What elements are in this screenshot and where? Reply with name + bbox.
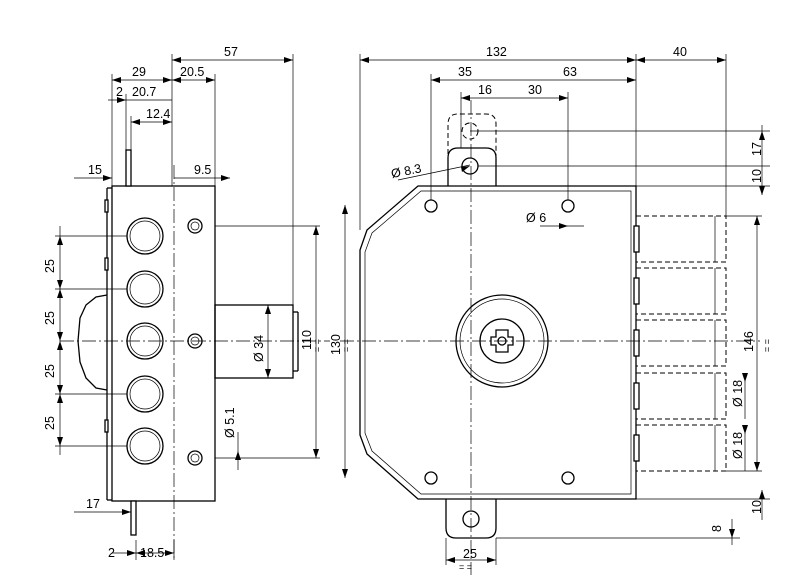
front-hole: [561, 199, 575, 213]
side-bolt: [126, 217, 164, 255]
dim-10-bottom: 10: [750, 500, 764, 514]
dim-63: 63: [563, 65, 577, 79]
cylinder-rosette: [77, 294, 108, 391]
side-bolt: [126, 375, 164, 413]
side-bolt: [126, 270, 164, 308]
dim-130-equal: = =: [341, 339, 351, 352]
dim-2-bottom: 2: [108, 546, 115, 560]
dimension-lines: [55, 54, 770, 565]
front-bolt: [633, 319, 727, 367]
dim-110-equal: = =: [312, 339, 322, 352]
side-screw-hole: [187, 218, 203, 234]
dim-25-bottom-equal: = =: [459, 562, 472, 572]
front-bolt: [633, 424, 727, 472]
dim-9-5: 9.5: [194, 163, 211, 177]
dim-17-bottom: 17: [86, 497, 100, 511]
dim-146-equal: = =: [762, 339, 772, 352]
dim-15: 15: [88, 163, 102, 177]
dim-8: 8: [710, 525, 724, 532]
front-view: [340, 100, 760, 575]
latch-block: [214, 304, 294, 379]
dim-25-c: 25: [43, 364, 57, 378]
front-hole: [424, 199, 438, 213]
top-lug: [447, 147, 497, 186]
side-bolt: [126, 427, 164, 465]
dimension-arrows: [57, 57, 765, 563]
front-hole: [424, 471, 438, 485]
dim-18-5: 18.5: [140, 546, 164, 560]
dimension-labels: 57 29 20.5 2 20.7 12.4 15 9.5 25 25 25 2…: [43, 45, 772, 572]
front-bolt: [633, 372, 727, 420]
dim-20-7: 20.7: [132, 85, 156, 99]
dim-25-a: 25: [43, 259, 57, 273]
side-view: [60, 149, 330, 560]
dim-34: Ø 34: [252, 335, 266, 362]
dim-25-b: 25: [43, 311, 57, 325]
dim-25-d: 25: [43, 416, 57, 430]
dim-20-5: 20.5: [180, 65, 204, 79]
front-bolt: [633, 215, 727, 263]
dim-8-3: Ø 8.3: [390, 161, 423, 181]
dim-29: 29: [132, 65, 146, 79]
dim-40: 40: [673, 45, 687, 59]
dim-17-right: 17: [750, 142, 764, 156]
dim-2-top: 2: [116, 85, 123, 99]
top-lug-hidden: [447, 113, 497, 186]
dim-35: 35: [458, 65, 472, 79]
dim-146: 146: [742, 331, 756, 352]
dim-130: 130: [329, 334, 343, 355]
dim-110: 110: [300, 330, 314, 350]
dim-18-b: Ø 18: [731, 432, 745, 459]
bottom-lug: [445, 499, 497, 539]
dim-30: 30: [528, 83, 542, 97]
front-bolt: [633, 267, 727, 315]
dim-18-a: Ø 18: [731, 380, 745, 407]
dim-25-bottom: 25: [463, 547, 477, 561]
dim-10-top: 10: [750, 169, 764, 183]
front-hole: [561, 471, 575, 485]
dim-132: 132: [486, 45, 507, 59]
dim-12-4: 12.4: [146, 107, 170, 121]
dim-5-1: Ø 5.1: [223, 407, 237, 438]
dim-6: Ø 6: [526, 211, 546, 225]
dim-16: 16: [478, 83, 492, 97]
side-screw-hole: [187, 450, 203, 466]
dim-57: 57: [224, 45, 238, 59]
